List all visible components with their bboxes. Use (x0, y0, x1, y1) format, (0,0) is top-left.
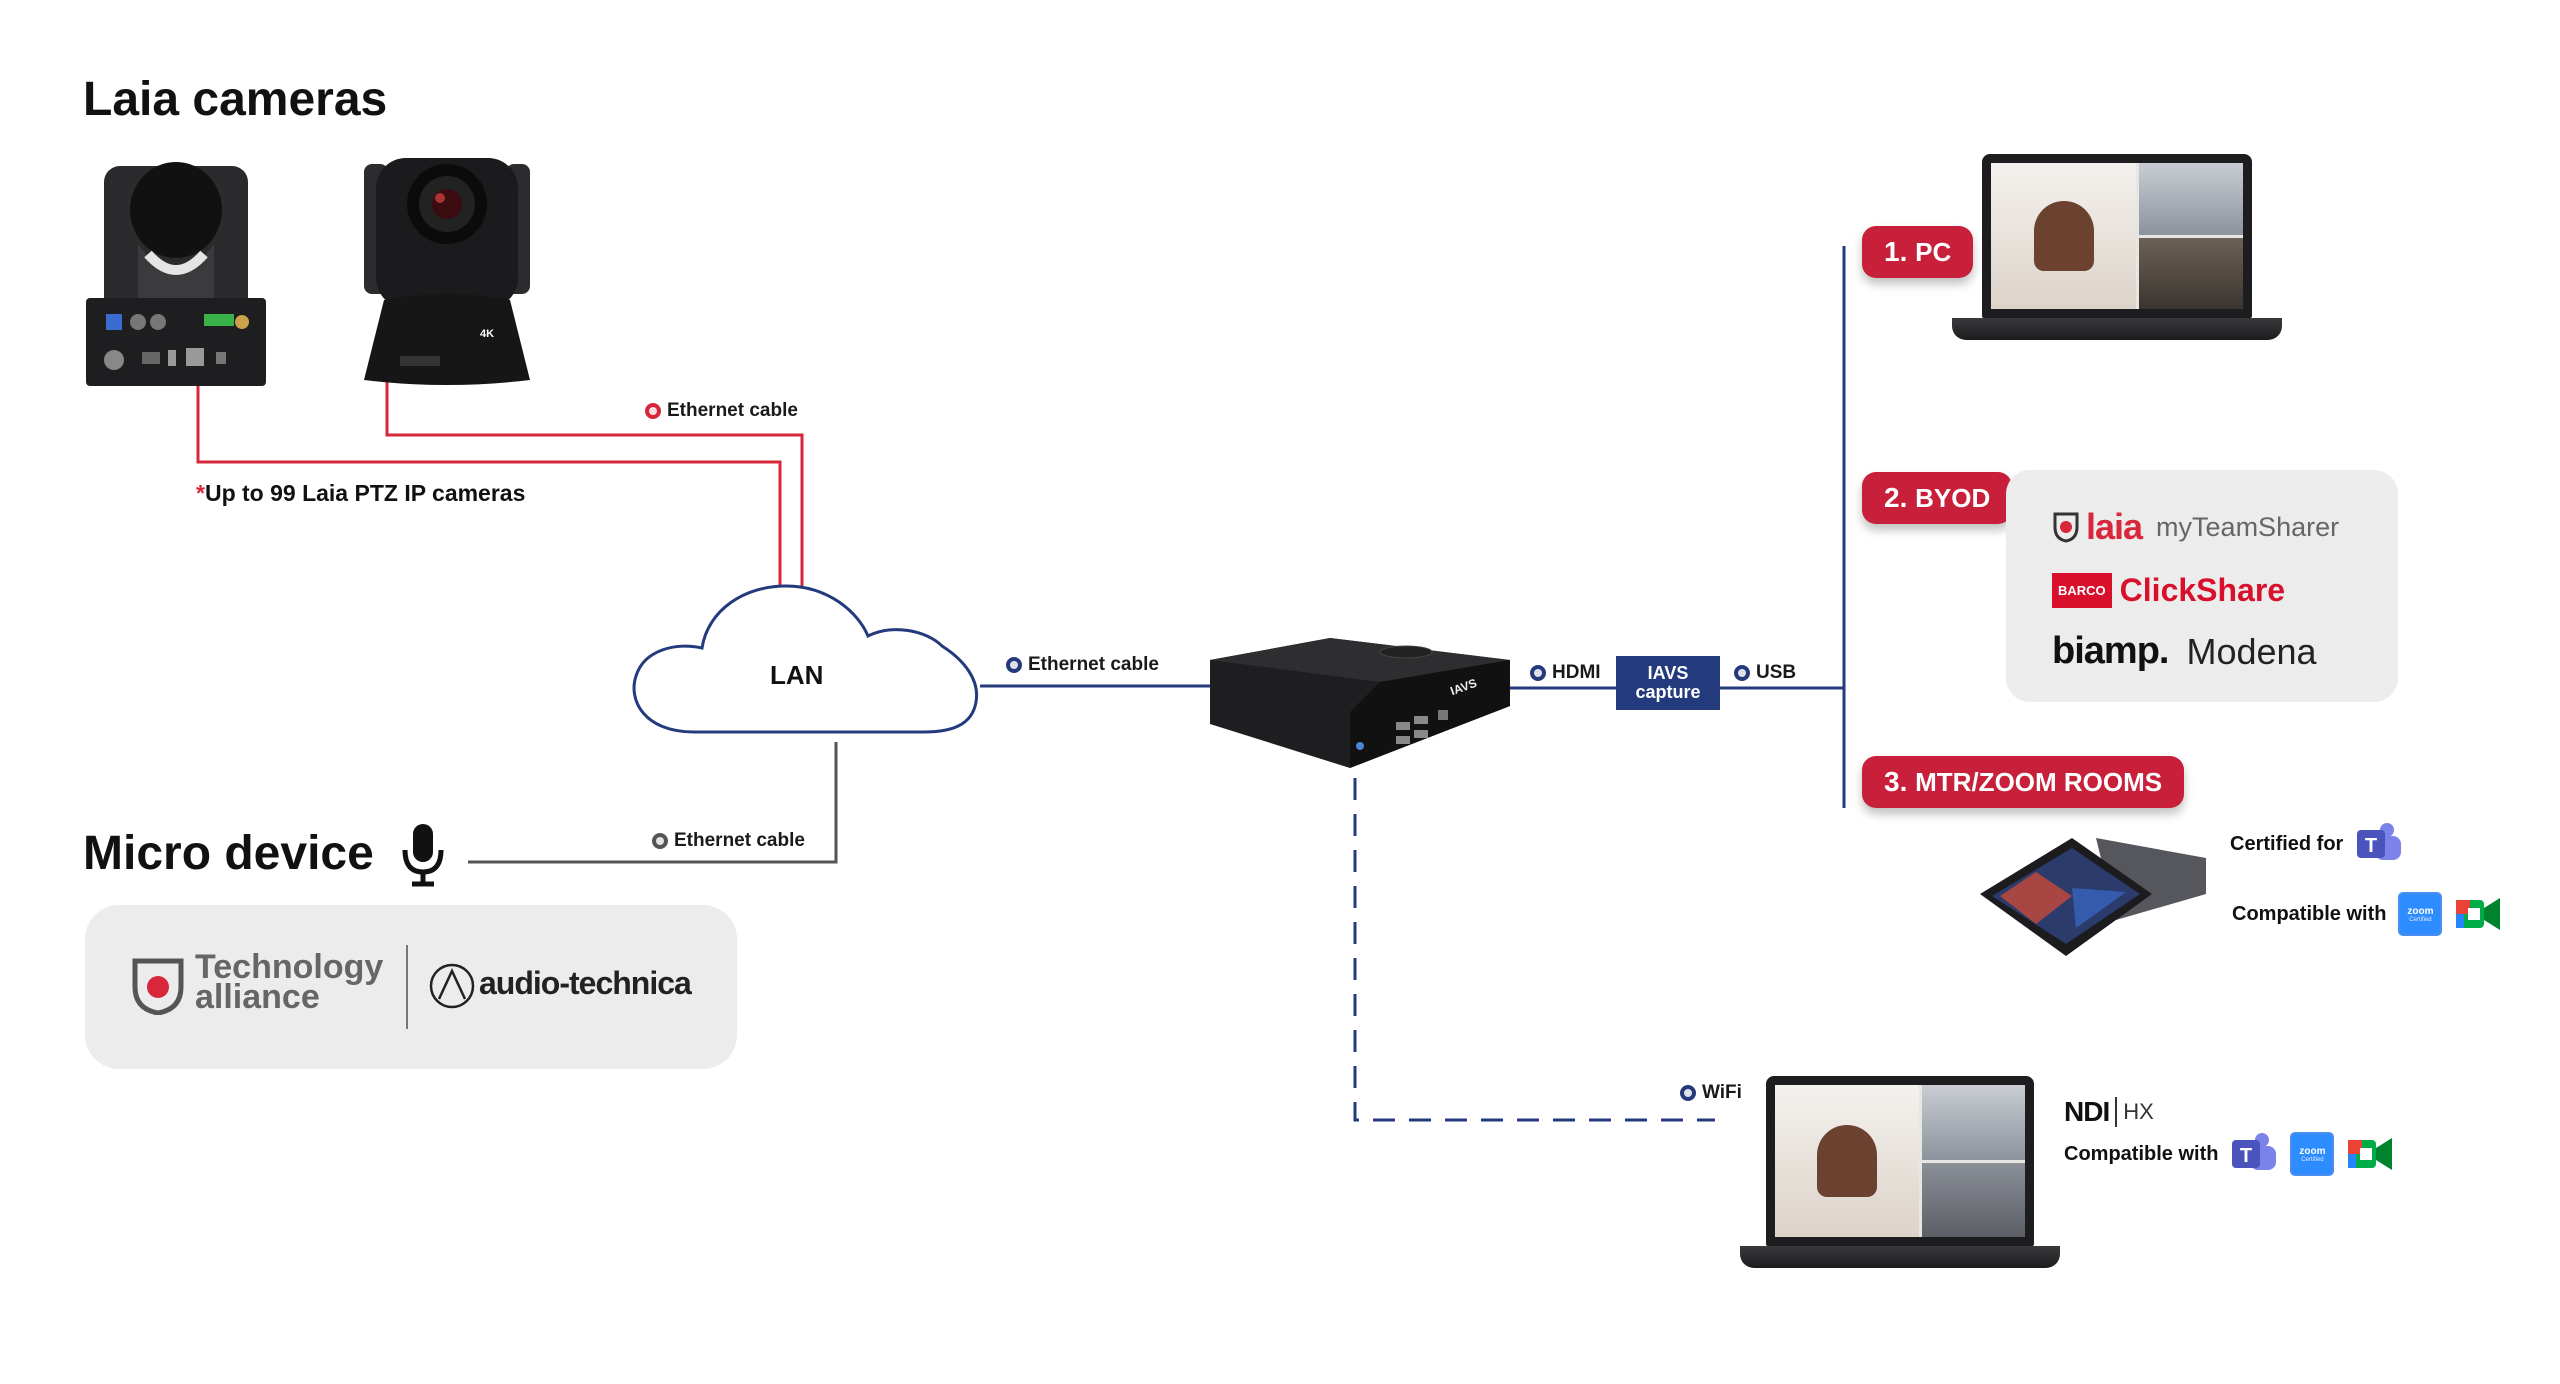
video-tile-3 (1922, 1162, 2025, 1237)
iavs-device: IAVS (1210, 636, 1510, 770)
svg-text:T: T (2240, 1145, 2252, 1167)
lan-label: LAN (770, 660, 824, 690)
myteamsharer-text: myTeamSharer (2156, 511, 2340, 542)
device-ethernet-label: Ethernet cable (1006, 654, 1159, 676)
wifi-label: WiFi (1680, 1082, 1742, 1104)
micro-ethernet-label: Ethernet cable (652, 830, 805, 852)
modena-text: Modena (2186, 630, 2317, 672)
svg-text:T: T (2365, 835, 2377, 857)
clickshare-text: ClickShare (2119, 572, 2286, 608)
cameras-note-asterisk: * (196, 480, 205, 506)
cameras-heading: Laia cameras (83, 73, 388, 126)
google-meet-icon (2454, 896, 2502, 932)
clickshare-logo: BARCO ClickShare (2052, 572, 2285, 609)
teams-icon: T (2230, 1132, 2278, 1176)
ndi-hx-logo: NDI HX (2064, 1096, 2154, 1128)
video-tile-3 (2139, 237, 2243, 309)
ndi-text: NDI (2064, 1096, 2110, 1127)
cameras-note: *Up to 99 Laia PTZ IP cameras (196, 480, 525, 507)
biamp-text: biamp. (2052, 630, 2169, 672)
audio-technica-logo-icon (429, 963, 475, 1009)
pc-laptop-screen (1982, 154, 2252, 318)
google-meet-icon (2346, 1136, 2394, 1172)
capture-line1: IAVS (1647, 663, 1689, 683)
teams-icon: T (2355, 822, 2403, 866)
video-tile-main (1775, 1085, 1920, 1237)
camera1-ethernet-line (196, 370, 782, 592)
wifi-line (1353, 778, 1715, 1122)
camera-ethernet-label: Ethernet cable (645, 400, 798, 422)
certified-for-text: Certified for (2230, 832, 2344, 855)
usb-label: USB (1734, 662, 1796, 684)
pc-badge: 1. PC (1862, 226, 1974, 278)
partners-divider (406, 945, 408, 1029)
cameras-note-text: Up to 99 Laia PTZ IP cameras (204, 480, 526, 506)
mtr-badge: 3. MTR/ZOOM ROOMS (1862, 756, 2185, 808)
hdmi-icon (1530, 665, 1546, 681)
ethernet-icon (652, 833, 668, 849)
ndi-compatible-text: Compatible with (2064, 1142, 2219, 1165)
ethernet-icon (645, 403, 661, 419)
micro-heading: Micro device (83, 827, 374, 880)
micro-ethernet-line (468, 742, 838, 864)
biamp-logo: biamp. Modena (2052, 630, 2317, 673)
camera-rear-view (86, 148, 266, 388)
pc-laptop-base (1952, 318, 2282, 340)
camera-4k-label: 4K (480, 328, 495, 340)
wifi-laptop-base (1740, 1246, 2060, 1268)
ethernet-icon (1006, 657, 1022, 673)
lan-cloud: LAN (624, 580, 986, 752)
capture-line2: capture (1635, 682, 1701, 702)
myteamsharer-logo: laia myTeamSharer (2052, 506, 2339, 548)
barco-box: BARCO (2052, 573, 2112, 608)
camera2-ethernet-line (385, 380, 804, 592)
byod-panel: laia myTeamSharer BARCO ClickShare biamp… (2006, 470, 2398, 702)
video-tile-main (1991, 163, 2137, 309)
mtr-compatible-row: Compatible with zoom Certified (2232, 892, 2502, 936)
wifi-icon (1680, 1085, 1696, 1101)
video-tile-2 (2139, 163, 2243, 235)
tech-alliance-line1: Technology (195, 948, 384, 986)
wifi-laptop (1740, 1076, 2060, 1298)
hx-text: HX (2123, 1099, 2154, 1124)
tech-alliance-line2: alliance (195, 978, 320, 1016)
wifi-laptop-screen (1766, 1076, 2034, 1246)
video-tile-2 (1922, 1085, 2025, 1160)
zoom-icon: zoom Certified (2398, 892, 2443, 936)
laia-shield-icon (2052, 511, 2080, 543)
micro-partners-panel: Technology alliance audio-technica (85, 905, 737, 1069)
laia-shield-icon (131, 957, 185, 1016)
certified-for-row: Certified for T (2230, 822, 2403, 866)
zoom-icon: zoom Certified (2290, 1132, 2335, 1176)
ndi-divider (2115, 1097, 2118, 1127)
audio-technica-text: audio-technica (479, 965, 692, 1001)
mtr-console (1976, 828, 2216, 968)
hdmi-label: HDMI (1530, 662, 1601, 684)
camera-front-view: 4K (354, 150, 540, 390)
laia-wordmark: laia (2086, 506, 2143, 547)
pc-laptop (1952, 154, 2282, 368)
mtr-compatible-text: Compatible with (2232, 902, 2387, 925)
usb-icon (1734, 665, 1750, 681)
ndi-compatible-row: Compatible with T zoom Certified (2064, 1132, 2394, 1176)
iavs-capture-box: IAVS capture (1616, 656, 1720, 710)
microphone-icon (398, 822, 448, 888)
byod-badge: 2. BYOD (1862, 472, 2013, 524)
